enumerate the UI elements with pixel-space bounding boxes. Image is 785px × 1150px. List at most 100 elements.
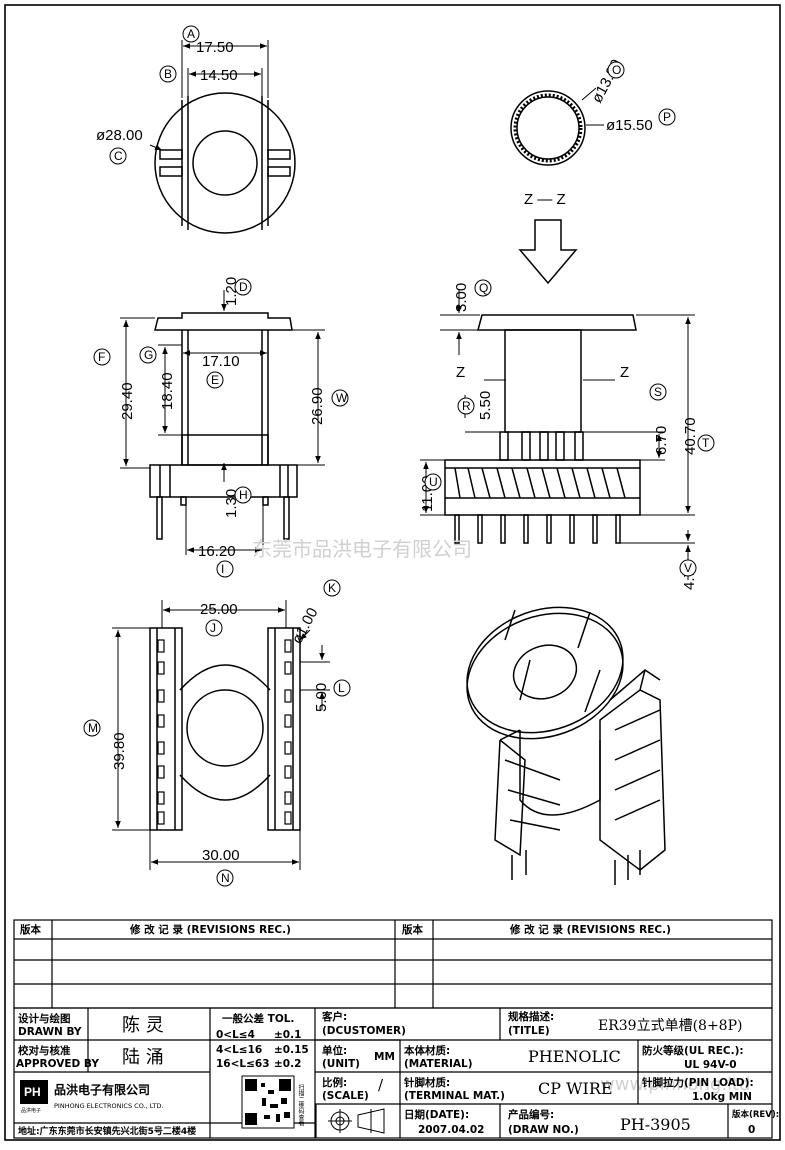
rev-label: 版本(REV): <box>731 1109 779 1120</box>
svg-text:V: V <box>684 561 692 575</box>
svg-text:A: A <box>187 27 195 41</box>
dim-J-value: 25.00 <box>200 601 238 618</box>
core-hole <box>192 130 258 196</box>
customer-label-en: (DCUSTOMER) <box>322 1025 406 1037</box>
approver-name: 陆 涌 <box>122 1047 164 1068</box>
svg-text:L: L <box>338 681 345 695</box>
callout-N: N <box>216 869 234 887</box>
callout-M: M <box>83 719 101 737</box>
callout-E: E <box>206 371 224 389</box>
flame-label: 防火等级(UL REC.): <box>642 1044 744 1057</box>
section-label: Z — Z <box>524 191 566 208</box>
callout-K: K <box>323 579 341 597</box>
callout-G: G <box>139 346 157 364</box>
callout-I: I <box>216 560 234 578</box>
dim-T-value: 40.70 <box>682 417 699 455</box>
dim-S-value: 6.70 <box>653 426 670 455</box>
dim-R-value: 5.50 <box>477 391 494 420</box>
callout-R: R <box>457 397 475 415</box>
callout-U: U <box>424 473 442 491</box>
projection-symbol <box>328 1108 385 1134</box>
dim-W-value: 26.90 <box>309 387 326 425</box>
scale-label-en: (SCALE) <box>322 1090 369 1102</box>
company-name-en: PINHONG ELECTRONICS CO., LTD. <box>54 1102 164 1110</box>
logo-text: PH <box>24 1085 41 1099</box>
bottom-view <box>112 600 330 870</box>
terminal-value: CP WIRE <box>538 1079 613 1098</box>
scale-label: 比例: <box>322 1076 347 1089</box>
svg-text:R: R <box>462 399 471 413</box>
callout-L: L <box>333 679 351 697</box>
unit-value: MM <box>374 1051 395 1063</box>
qr-caption: 扫描二维码查看 <box>297 1083 304 1127</box>
dim-L-value: 5.00 <box>313 683 330 712</box>
callout-O: O <box>607 61 625 79</box>
tube-outer <box>510 90 586 166</box>
customer-label: 客户: <box>321 1010 347 1023</box>
callout-V: V <box>679 559 697 577</box>
top-view <box>149 40 296 234</box>
tol-value-3: ±0.2 <box>274 1058 301 1070</box>
callout-P: P <box>658 108 676 126</box>
dim-P-value: ø15.50 <box>606 117 653 134</box>
dim-Q-value: 3.00 <box>453 283 470 312</box>
svg-text:G: G <box>144 348 153 362</box>
callout-W: W <box>331 389 349 407</box>
svg-text:W: W <box>336 391 348 405</box>
section-arrow <box>518 219 578 285</box>
svg-text:B: B <box>164 67 172 81</box>
svg-text:C: C <box>114 149 123 163</box>
designer-name: 陈 灵 <box>122 1015 164 1036</box>
callout-S: S <box>649 383 667 401</box>
logo-sub: 品洪电子 <box>21 1107 41 1114</box>
company-address: 地址:广东东莞市长安镇先兴北街5号二楼4楼 <box>18 1125 196 1137</box>
callout-F: F <box>93 348 111 366</box>
approver-label-en: APPROVED BY <box>16 1058 99 1070</box>
z-label-left: Z <box>456 364 465 381</box>
flame-value: UL 94V-0 <box>684 1059 737 1071</box>
pinload-value: 1.0kg MIN <box>692 1091 752 1103</box>
svg-text:T: T <box>702 436 710 450</box>
dim-C-value: ø28.00 <box>96 127 143 144</box>
z-label-right: Z <box>620 364 629 381</box>
bottom-core-hole <box>186 689 264 767</box>
callout-C: C <box>109 147 127 165</box>
svg-text:O: O <box>612 63 621 77</box>
svg-text:P: P <box>663 110 671 124</box>
company-logo <box>20 1080 48 1104</box>
svg-text:F: F <box>98 350 105 364</box>
dim-F-value: 29.40 <box>119 382 136 420</box>
svg-text:D: D <box>239 280 248 294</box>
approver-label: 校对与核准 <box>18 1044 71 1057</box>
section-view <box>510 87 604 285</box>
callout-D: D <box>234 278 252 296</box>
pinload-label: 针脚拉力(PIN LOAD): <box>641 1076 754 1089</box>
date-label: 日期(DATE): <box>404 1108 469 1121</box>
designer-label-en: DRAWN BY <box>18 1026 82 1038</box>
material-label: 本体材质: <box>404 1044 450 1057</box>
designer-label: 设计与绘图 <box>18 1012 71 1025</box>
callout-B: B <box>159 65 177 83</box>
tol-value-2: ±0.15 <box>274 1044 309 1056</box>
rev-value: 0 <box>748 1124 755 1136</box>
svg-text:U: U <box>429 475 438 489</box>
terminal-label: 针脚材质: <box>403 1076 450 1089</box>
dim-A-value: 17.50 <box>196 39 234 56</box>
spec-label-en: (TITLE) <box>508 1025 550 1037</box>
watermark-text: 东莞市品洪电子有限公司 <box>252 537 472 561</box>
dim-B-value: 14.50 <box>200 67 238 84</box>
tol-range-1: 0<L≤4 <box>216 1029 255 1041</box>
svg-text:Q: Q <box>479 281 488 295</box>
product-value: PH-3905 <box>620 1115 691 1134</box>
rev-col-version-right: 版本 <box>402 923 423 936</box>
tol-value-1: ±0.1 <box>274 1029 301 1041</box>
spec-label: 规格描述: <box>508 1010 554 1023</box>
tolerance-title: 一般公差 TOL. <box>222 1012 294 1025</box>
tol-range-3: 16<L≤63 <box>216 1058 270 1070</box>
dim-E-value: 17.10 <box>202 353 240 370</box>
scale-value: / <box>378 1076 384 1094</box>
svg-text:J: J <box>210 621 216 635</box>
dim-N-value: 30.00 <box>202 847 240 864</box>
